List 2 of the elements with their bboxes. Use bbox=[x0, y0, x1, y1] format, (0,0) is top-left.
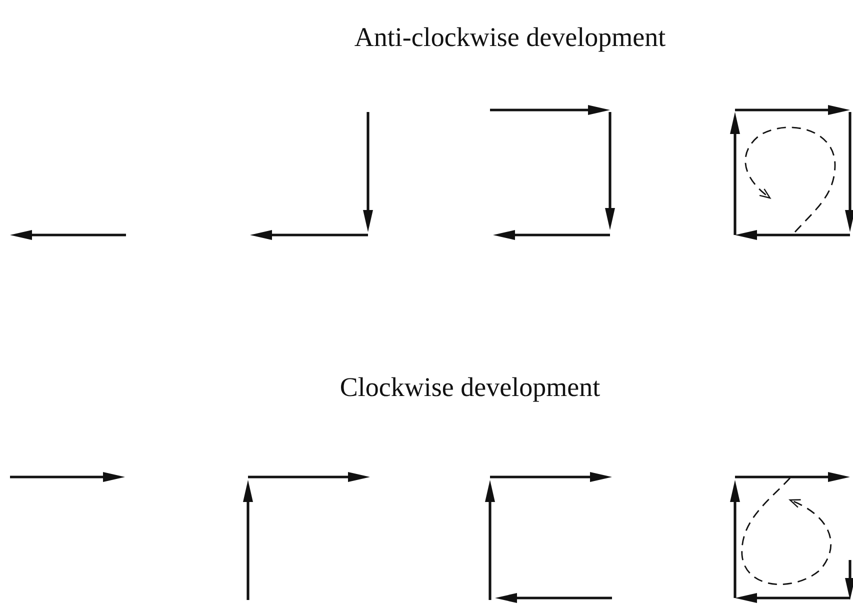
heading: Clockwise development bbox=[340, 372, 600, 403]
heading: Anti-clockwise development bbox=[354, 22, 666, 53]
